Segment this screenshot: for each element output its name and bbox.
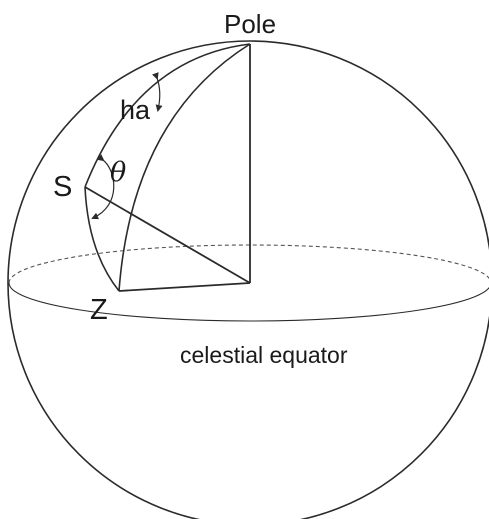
pole-to-zenith-arc (118, 43, 251, 292)
hour-angle-arc (152, 72, 163, 112)
center-to-zenith-line (118, 282, 251, 292)
celestial-sphere-outline (7, 40, 489, 519)
pole-label: Pole (224, 9, 276, 39)
hour-angle-label: ha (120, 95, 151, 125)
equator-front-arc (8, 282, 489, 322)
theta-angle-arc (91, 154, 115, 220)
star-label: S (53, 171, 72, 203)
center-to-star-line (84, 186, 251, 284)
celestial-equator-label: celestial equator (180, 342, 348, 368)
zenith-label: Z (90, 294, 108, 326)
theta-label: θ (110, 157, 126, 188)
star-to-zenith-arc (84, 186, 120, 292)
equator-back-arc (8, 244, 489, 284)
